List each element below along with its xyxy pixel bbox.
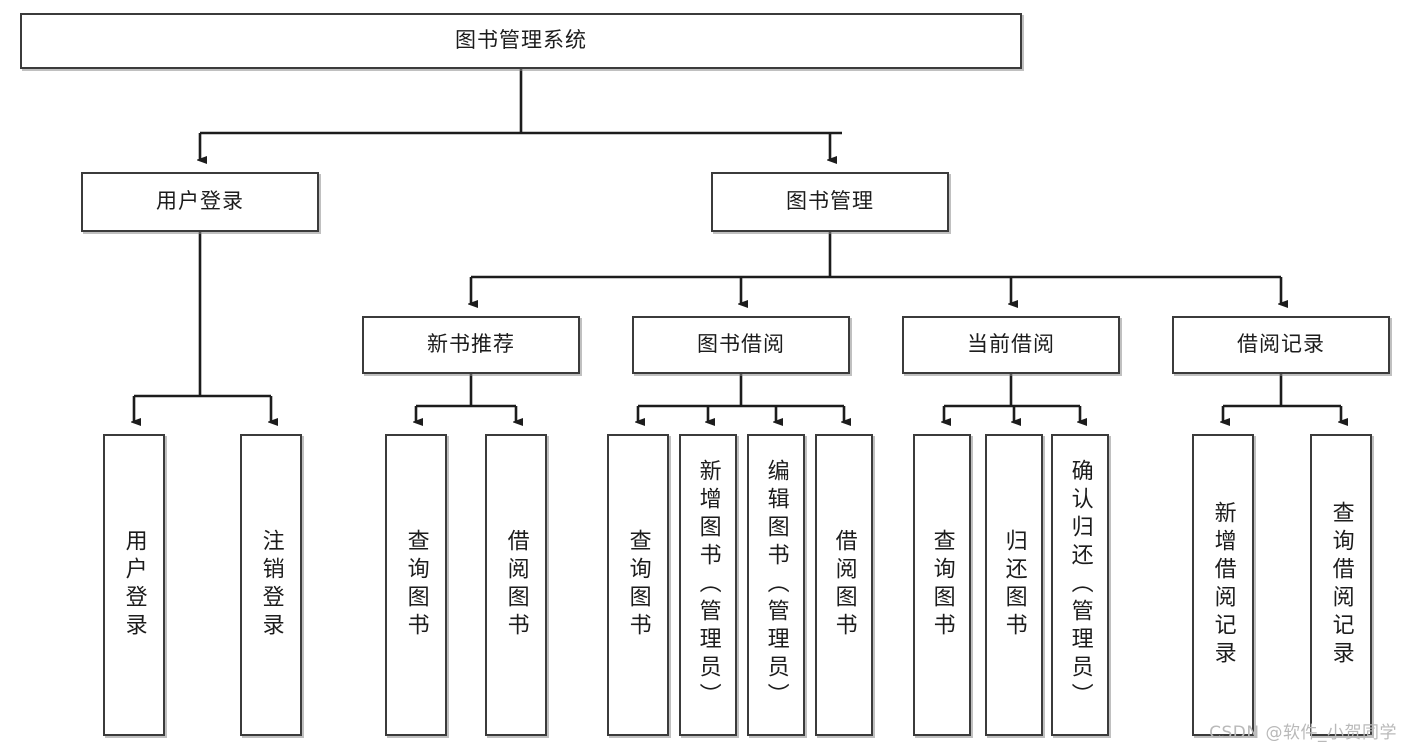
node-label: 查询图书 bbox=[929, 529, 955, 641]
node-label: 图书管理系统 bbox=[455, 28, 587, 53]
node-label: 归还图书 bbox=[1001, 529, 1027, 641]
node-borrow-records[interactable]: 借阅记录 bbox=[1172, 316, 1390, 374]
node-leaf-query-books-current[interactable]: 查询图书 bbox=[913, 434, 971, 736]
node-leaf-add-book-admin[interactable]: 新增图书（管理员） bbox=[679, 434, 737, 736]
node-label: 新书推荐 bbox=[427, 332, 515, 357]
node-label: 查询图书 bbox=[625, 529, 651, 641]
node-label: 当前借阅 bbox=[967, 332, 1055, 357]
node-leaf-edit-book-admin[interactable]: 编辑图书（管理员） bbox=[747, 434, 805, 736]
node-root[interactable]: 图书管理系统 bbox=[20, 13, 1022, 69]
node-book-borrow[interactable]: 图书借阅 bbox=[632, 316, 850, 374]
node-label: 编辑图书（管理员） bbox=[763, 459, 789, 711]
node-label: 用户登录 bbox=[156, 189, 244, 214]
node-label: 借阅记录 bbox=[1237, 332, 1325, 357]
node-leaf-query-books[interactable]: 查询图书 bbox=[607, 434, 669, 736]
node-label: 注销登录 bbox=[258, 529, 284, 641]
node-label: 新增借阅记录 bbox=[1210, 501, 1236, 669]
node-label: 图书借阅 bbox=[697, 332, 785, 357]
node-leaf-borrow-books[interactable]: 借阅图书 bbox=[815, 434, 873, 736]
node-label: 用户登录 bbox=[121, 529, 147, 641]
node-current-borrow[interactable]: 当前借阅 bbox=[902, 316, 1120, 374]
node-leaf-user-login[interactable]: 用户登录 bbox=[103, 434, 165, 736]
node-leaf-query-books-recommend[interactable]: 查询图书 bbox=[385, 434, 447, 736]
node-new-book-recommendation[interactable]: 新书推荐 bbox=[362, 316, 580, 374]
node-label: 借阅图书 bbox=[503, 529, 529, 641]
node-leaf-query-borrow-record[interactable]: 查询借阅记录 bbox=[1310, 434, 1372, 736]
node-label: 确认归还（管理员） bbox=[1067, 459, 1093, 711]
node-label: 借阅图书 bbox=[831, 529, 857, 641]
node-leaf-return-books[interactable]: 归还图书 bbox=[985, 434, 1043, 736]
node-label: 查询借阅记录 bbox=[1328, 501, 1354, 669]
node-book-management-module[interactable]: 图书管理 bbox=[711, 172, 949, 232]
node-leaf-logout[interactable]: 注销登录 bbox=[240, 434, 302, 736]
node-leaf-confirm-return-admin[interactable]: 确认归还（管理员） bbox=[1051, 434, 1109, 736]
watermark-text: CSDN @软件_小贺同学 bbox=[1209, 723, 1397, 743]
node-leaf-borrow-books-recommend[interactable]: 借阅图书 bbox=[485, 434, 547, 736]
node-label: 查询图书 bbox=[403, 529, 429, 641]
node-user-login-module[interactable]: 用户登录 bbox=[81, 172, 319, 232]
node-label: 图书管理 bbox=[786, 189, 874, 214]
node-leaf-add-borrow-record[interactable]: 新增借阅记录 bbox=[1192, 434, 1254, 736]
node-label: 新增图书（管理员） bbox=[695, 459, 721, 711]
